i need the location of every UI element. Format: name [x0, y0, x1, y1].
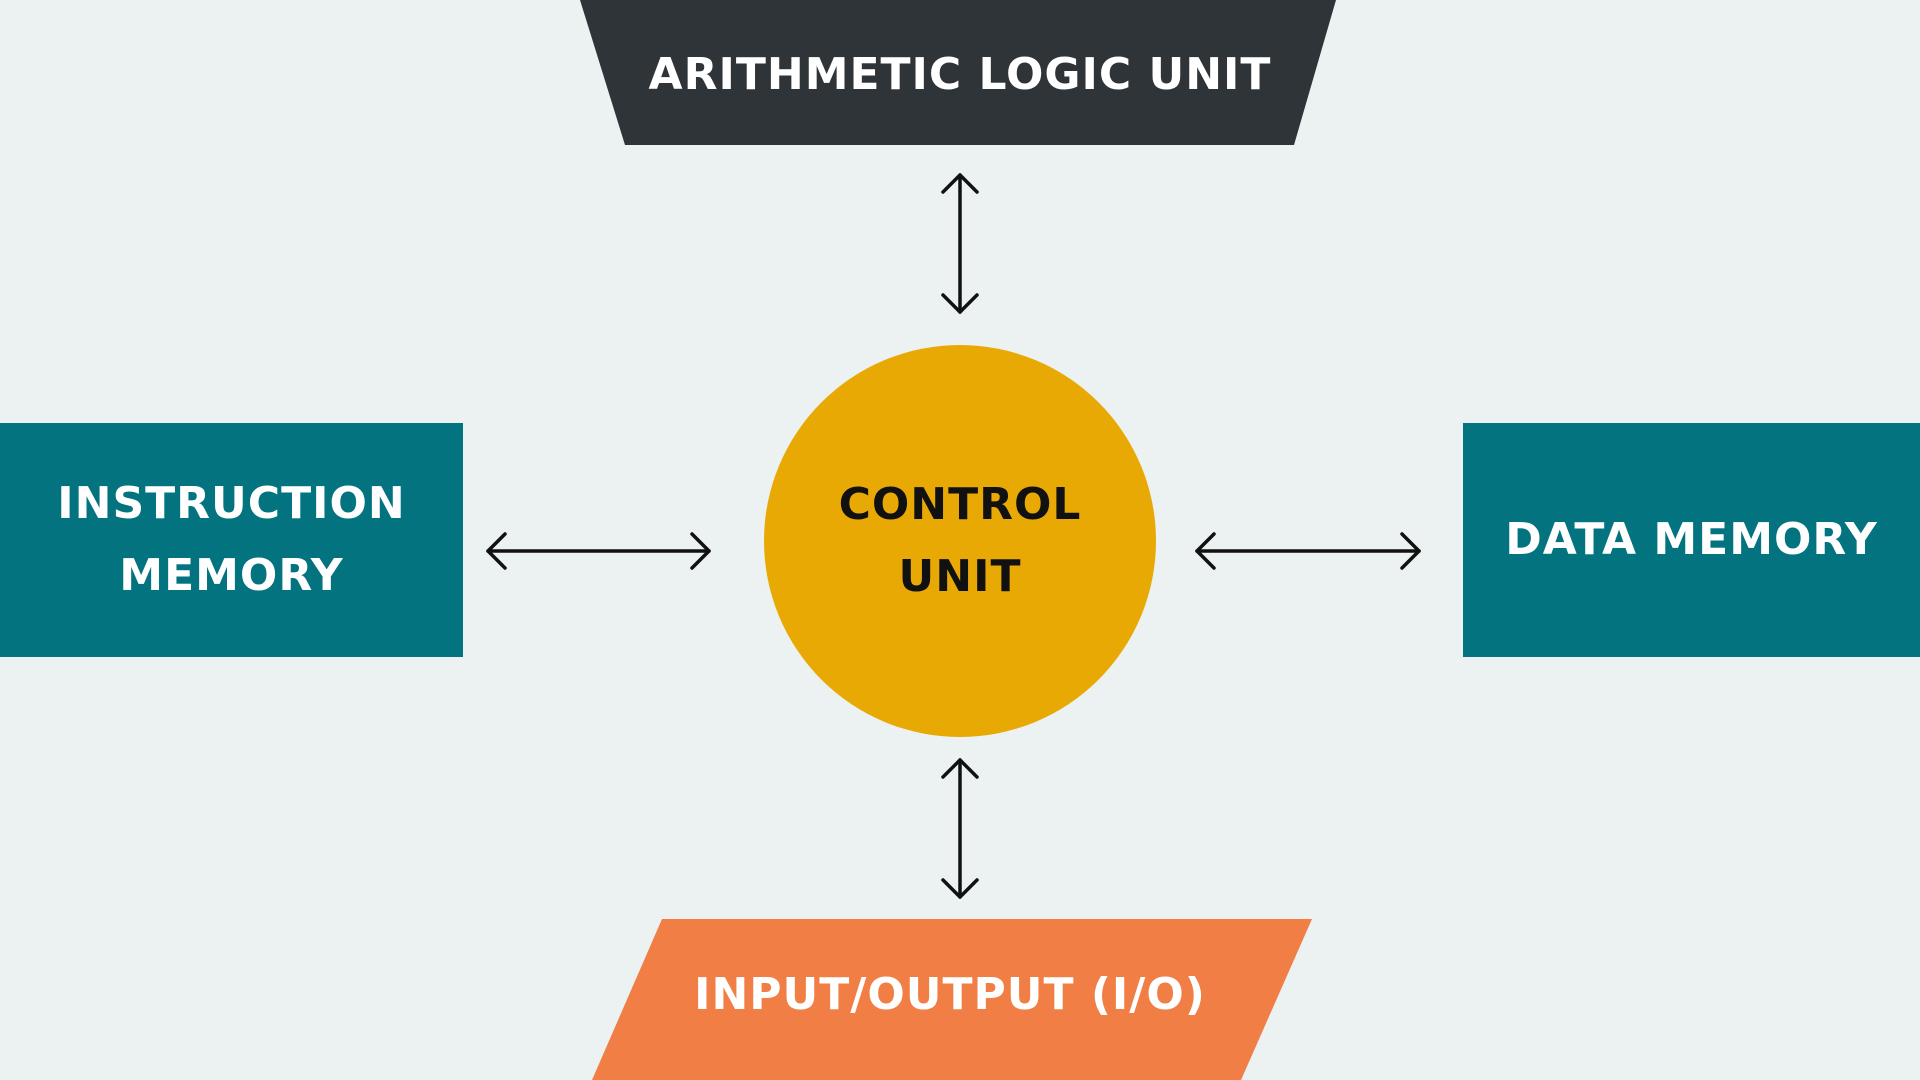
alu-shape — [580, 0, 1336, 145]
io-label: INPUT/OUTPUT (I/O) — [640, 950, 1260, 1040]
io-text: INPUT/OUTPUT (I/O) — [694, 969, 1206, 1020]
arrow-cu-data-memory — [1195, 532, 1421, 570]
alu-label: ARITHMETIC LOGIC UNIT — [590, 30, 1330, 120]
control-unit-label: CONTROL UNIT — [764, 345, 1156, 737]
instruction-memory-label: INSTRUCTION MEMORY — [0, 423, 463, 657]
instruction-memory-shape — [0, 423, 463, 657]
instruction-memory-line1: INSTRUCTION — [57, 478, 406, 529]
io-shape — [592, 919, 1312, 1080]
data-memory-label: DATA MEMORY — [1463, 423, 1920, 657]
arrow-cu-alu — [941, 173, 979, 314]
alu-text: ARITHMETIC LOGIC UNIT — [648, 49, 1272, 100]
arrow-cu-io — [941, 758, 979, 899]
arrow-cu-instruction-memory — [486, 532, 711, 570]
control-unit-line1: CONTROL — [838, 479, 1082, 530]
control-unit-line2: UNIT — [898, 551, 1022, 602]
control-unit-shape — [764, 345, 1156, 737]
data-memory-shape — [1463, 423, 1920, 657]
instruction-memory-line2: MEMORY — [119, 550, 344, 601]
data-memory-text: DATA MEMORY — [1505, 514, 1878, 565]
